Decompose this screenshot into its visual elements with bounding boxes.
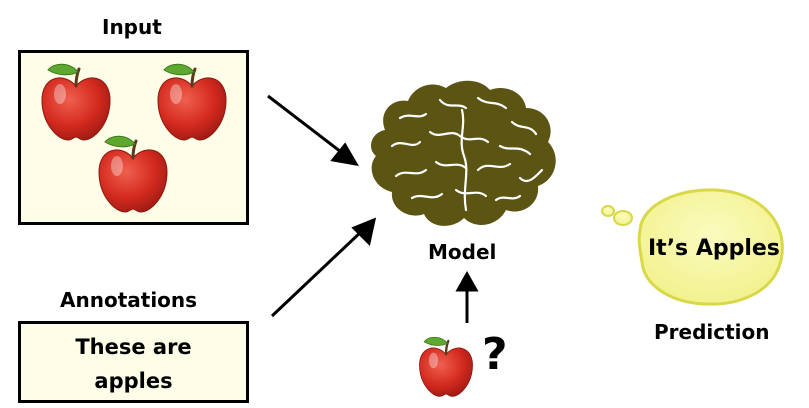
arrow-icon [267, 94, 359, 167]
thought-bubble-icon [601, 188, 784, 306]
annotation-box: These are apples [18, 321, 249, 403]
prediction-label: Prediction [654, 320, 770, 344]
apple-icon [40, 62, 112, 142]
model-label: Model [428, 240, 497, 264]
question-mark-icon: ? [482, 329, 508, 380]
apple-icon [418, 336, 474, 398]
annotation-text-line1: These are [75, 335, 192, 359]
annotations-label: Annotations [60, 288, 198, 312]
arrow-icon [455, 270, 479, 323]
annotation-text-line2: apples [94, 369, 173, 393]
prediction-text: It’s Apples [648, 236, 780, 261]
input-label: Input [102, 15, 162, 39]
arrow-icon [270, 217, 377, 318]
brain-icon [370, 80, 556, 226]
apple-icon [156, 62, 228, 142]
apple-icon [97, 134, 169, 214]
